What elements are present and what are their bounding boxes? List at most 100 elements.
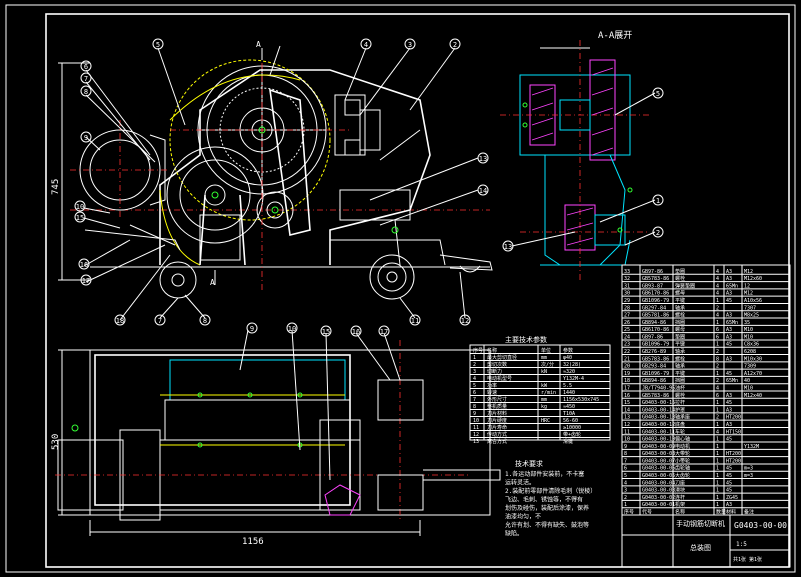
bom-cell: 2 bbox=[716, 349, 719, 355]
bom-cell: 20 bbox=[624, 364, 630, 370]
bom-cell: A3 bbox=[726, 269, 732, 275]
bom-cell: 45 bbox=[726, 473, 732, 479]
bom-grid bbox=[621, 264, 791, 516]
params-cell: ≈450 bbox=[563, 404, 575, 410]
bom-cell: 油杯 bbox=[675, 385, 685, 392]
bom-cell: 1 bbox=[716, 342, 719, 348]
bom-cell: 3 bbox=[624, 488, 627, 494]
bom-cell: G0403-00-05 bbox=[642, 473, 675, 479]
params-cell: 5 bbox=[473, 383, 476, 389]
params-cell: mm bbox=[541, 397, 547, 403]
bom-cell: 7307 bbox=[744, 305, 756, 311]
bom-cell: 1 bbox=[716, 495, 719, 501]
bom-cell: 轴承 bbox=[675, 348, 685, 355]
bom-cell: 连杆 bbox=[675, 494, 685, 501]
bom-cell: GB5783-86 bbox=[642, 393, 669, 399]
balloon: 5 bbox=[152, 38, 164, 50]
bom-cell: 6 bbox=[716, 393, 719, 399]
front-leaders bbox=[83, 45, 479, 321]
view-title: A-A展开 bbox=[598, 30, 632, 41]
bom-cell: 平键 bbox=[675, 341, 685, 348]
params-cell: 13 bbox=[473, 439, 479, 445]
bom-cell: 1 bbox=[716, 437, 719, 443]
balloon-circle bbox=[404, 38, 416, 50]
bom-cell: GB894-86 bbox=[642, 320, 666, 326]
tech-req-line: 划伤及碰伤，装配后涂漆，保养 bbox=[505, 504, 589, 512]
bom-cell: A3 bbox=[726, 291, 732, 297]
bom-cell: 6208 bbox=[744, 349, 756, 355]
bom-cell: 6 bbox=[716, 334, 719, 340]
balloon-label: 8 bbox=[203, 317, 207, 325]
tech-req-line: 运转灵活。 bbox=[505, 479, 535, 487]
bom-cell: 滑块 bbox=[675, 487, 685, 494]
bom-cell: M12x40 bbox=[744, 393, 762, 399]
section-letter-bottom: A bbox=[210, 278, 215, 287]
bom-cell: 7309 bbox=[744, 364, 756, 370]
balloon-label: 15 bbox=[322, 328, 330, 336]
balloon-circle bbox=[320, 325, 332, 337]
bom-cell: A3 bbox=[726, 327, 732, 333]
bom-cell: 4 bbox=[716, 283, 719, 289]
bom-cell: 挡圈 bbox=[675, 377, 685, 384]
bom-cell: 16 bbox=[624, 393, 630, 399]
bom-cell: 1 bbox=[716, 502, 719, 508]
balloon-circle bbox=[652, 87, 664, 99]
params-cell: kN bbox=[541, 369, 547, 375]
balloon-label: 18 bbox=[116, 317, 124, 325]
bom-cell: 45 bbox=[726, 480, 732, 486]
balloon-label: 10 bbox=[288, 325, 296, 333]
params-cell: ≈320 bbox=[563, 369, 575, 375]
bom-cell: 45 bbox=[726, 342, 732, 348]
balloon-circle bbox=[652, 194, 664, 206]
section-view bbox=[500, 40, 656, 280]
bom-cell: 1 bbox=[716, 480, 719, 486]
params-cell: 转速 bbox=[487, 389, 497, 396]
bom-header-cell: 名称 bbox=[675, 509, 685, 516]
balloon-label: 2 bbox=[656, 229, 660, 237]
bom-cell: 2 bbox=[716, 364, 719, 370]
balloon-circle bbox=[74, 200, 86, 212]
bom-cell: 1 bbox=[716, 488, 719, 494]
bom-cell: 45 bbox=[726, 371, 732, 377]
balloon-label: 9 bbox=[250, 325, 254, 333]
balloon: 15 bbox=[320, 325, 332, 337]
balloon: 15 bbox=[74, 211, 86, 223]
bom-cell: 8 bbox=[716, 356, 719, 362]
bom-cell: G0403-00-01 bbox=[642, 502, 675, 508]
balloon-circle bbox=[449, 38, 461, 50]
balloon-label: 7 bbox=[158, 317, 162, 325]
bom-cell: 1 bbox=[716, 400, 719, 406]
bom-cell: 1 bbox=[716, 407, 719, 413]
tech-req-title: 技术要求 bbox=[515, 459, 543, 468]
bom-cell: G0403-00-13 bbox=[642, 415, 675, 421]
bom-cell: 32 bbox=[624, 276, 630, 282]
params-cell: 刀片硬度 bbox=[487, 417, 507, 424]
balloon-circle bbox=[502, 240, 514, 252]
bom-cell: GB6170-86 bbox=[642, 327, 669, 333]
balloon: 10 bbox=[74, 200, 86, 212]
bom-cell: G0403-00-15 bbox=[642, 400, 675, 406]
balloon-label: 5 bbox=[156, 41, 160, 49]
bom-cell: 4 bbox=[716, 291, 719, 297]
balloon-label: 13 bbox=[479, 155, 487, 163]
balloon: 18 bbox=[114, 314, 126, 326]
balloon-circle bbox=[199, 314, 211, 326]
title-block-name: 手动钢筋切断机 bbox=[676, 519, 725, 528]
bom-cell: GB93-87 bbox=[642, 283, 663, 289]
bom-cell: 6 bbox=[624, 466, 627, 472]
balloon-label: 1 bbox=[656, 197, 660, 205]
balloon-label: 17 bbox=[82, 277, 90, 285]
params-cell: 8 bbox=[473, 404, 476, 410]
bom-cell: 底盘 bbox=[675, 421, 685, 428]
balloon-label: 6 bbox=[84, 63, 88, 71]
bom-cell: GB1096-79 bbox=[642, 371, 669, 377]
params-header-cell: 参数 bbox=[563, 347, 573, 354]
balloon: 10 bbox=[286, 322, 298, 334]
balloon: 3 bbox=[404, 38, 416, 50]
params-cell: 7 bbox=[473, 397, 476, 403]
balloon: 16 bbox=[78, 258, 90, 270]
params-header-cell: 单位 bbox=[541, 347, 551, 354]
balloon: 11 bbox=[409, 314, 421, 326]
bom-cell: 5 bbox=[624, 473, 627, 479]
params-cell: 10 bbox=[473, 418, 479, 424]
